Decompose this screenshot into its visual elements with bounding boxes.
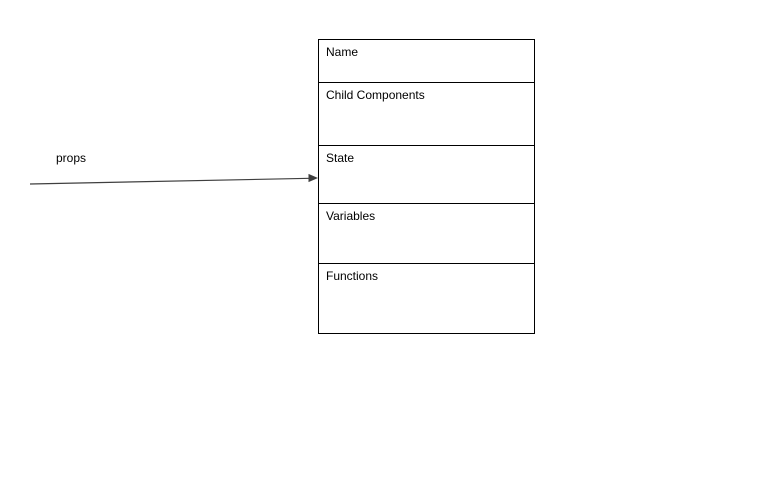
section-state-label: State <box>326 151 355 165</box>
arrow-head-icon <box>308 173 318 183</box>
section-name: Name <box>319 40 534 82</box>
section-functions: Functions <box>319 263 534 333</box>
component-box: Name Child Components State Variables Fu… <box>318 39 535 334</box>
section-functions-label: Functions <box>326 269 379 283</box>
section-variables: Variables <box>319 203 534 263</box>
section-child-components: Child Components <box>319 82 534 145</box>
arrow-line <box>29 177 311 185</box>
props-arrow <box>29 173 318 185</box>
section-state: State <box>319 145 534 203</box>
section-variables-label: Variables <box>326 209 376 223</box>
section-child-components-label: Child Components <box>326 88 425 102</box>
section-name-label: Name <box>326 45 359 59</box>
arrow-label: props <box>56 151 87 165</box>
